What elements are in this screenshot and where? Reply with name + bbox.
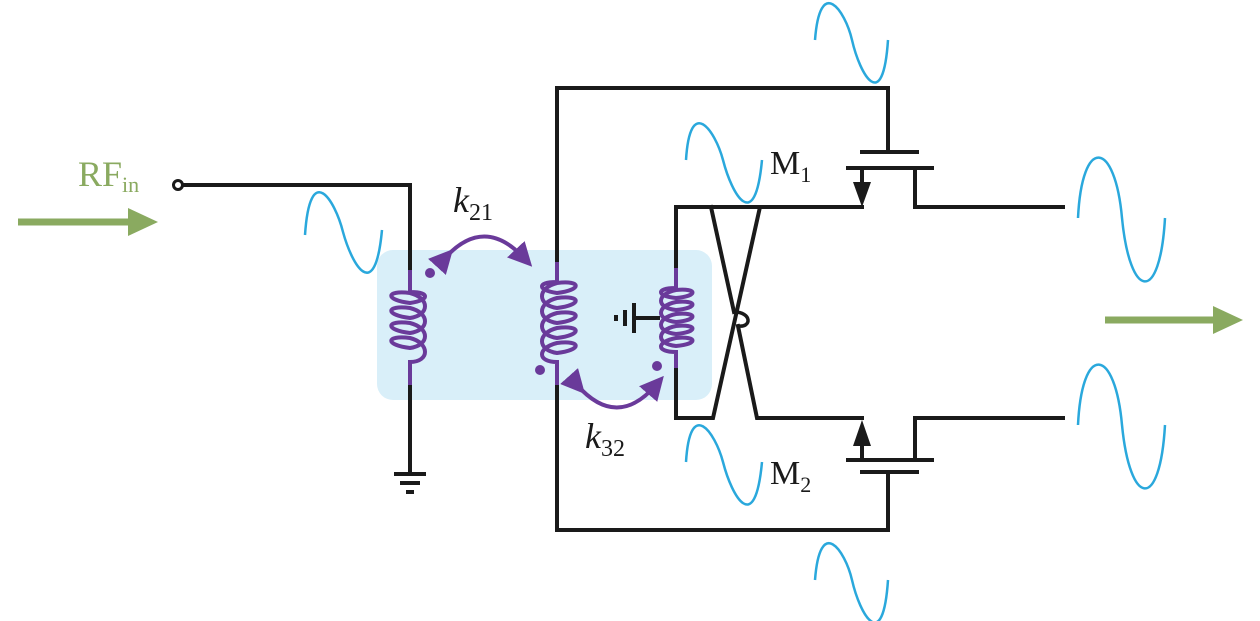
inductor-secondary (540, 262, 578, 385)
transistor-m2 (846, 416, 1065, 474)
input-wire (181, 183, 412, 272)
wave-output-top (1076, 156, 1167, 283)
crossover-hop (733, 310, 750, 328)
coupling-arrow-k32 (560, 368, 664, 410)
k21-label: k21 (453, 180, 493, 226)
dot-secondary (535, 365, 545, 375)
coupling-region (377, 250, 712, 400)
secondary-top-wire (555, 86, 890, 264)
wave-top (813, 2, 890, 84)
m1-label: M1 (770, 145, 811, 187)
inductor-primary (389, 270, 427, 385)
input-arrow (18, 208, 158, 236)
k32-label: k32 (585, 416, 625, 462)
inductor-tertiary (659, 268, 695, 368)
transistor-m1 (846, 150, 1065, 209)
dot-primary (425, 268, 435, 278)
wave-m1-gate-in (684, 122, 764, 204)
wave-input (303, 191, 384, 274)
m2-label: M2 (770, 455, 811, 497)
output-arrow (1105, 306, 1243, 334)
tertiary-top-wire (674, 204, 864, 420)
rf-in-label: RFin (78, 154, 139, 197)
center-tap-ground-icon (614, 303, 660, 333)
coupling-arrow-k21 (428, 234, 533, 275)
wave-bottom (813, 542, 890, 621)
wave-output-bottom (1076, 363, 1167, 490)
ground-icon (394, 472, 426, 494)
tertiary-bottom-wire (674, 205, 864, 420)
dot-tertiary (652, 361, 662, 371)
secondary-bottom-wire (555, 383, 890, 532)
wave-m2-gate-in (684, 424, 764, 506)
